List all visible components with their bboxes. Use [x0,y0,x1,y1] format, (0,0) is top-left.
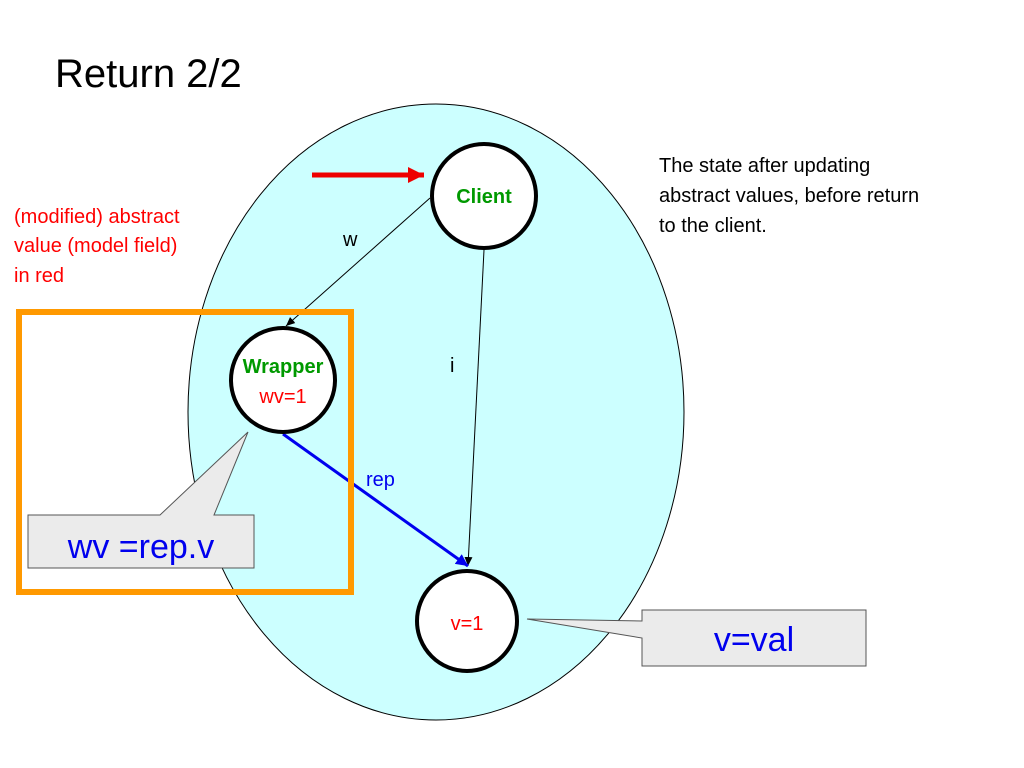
wrapper-node [229,326,337,434]
heap-ellipse [187,103,685,721]
wrapper-node-label: Wrapper [243,356,324,378]
page-title: Return 2/2 [55,52,242,96]
edge-w-label: w [342,229,358,251]
wrapper-invariant-callout [27,431,255,569]
wrapper-invariant-text: wv =rep.v [67,528,214,566]
highlight-frame [16,309,354,595]
edge-rep-label: rep [366,469,395,491]
note-line-2: abstract values, before return [659,185,919,207]
edge-i-label: i [450,355,454,377]
legend-line-1: (modified) abstract [14,206,180,228]
edge-rep [282,432,469,568]
client-node [430,142,538,250]
value-invariant-text: v=val [714,621,794,659]
edge-i [464,249,485,567]
legend-line-2: value (model field) [14,235,177,257]
legend-line-3: in red [14,265,64,287]
legend-text: (modified) abstract value (model field) … [14,206,185,287]
client-node-label: Client [456,186,512,208]
wrapper-node-value: wv=1 [258,386,306,408]
note-line-3: to the client. [659,215,767,237]
note-text: The state after updating abstract values… [659,155,925,237]
note-line-1: The state after updating [659,155,870,177]
value-node [415,569,519,673]
value-invariant-callout [526,609,867,667]
edge-w [285,197,431,327]
value-node-value: v=1 [451,613,484,635]
